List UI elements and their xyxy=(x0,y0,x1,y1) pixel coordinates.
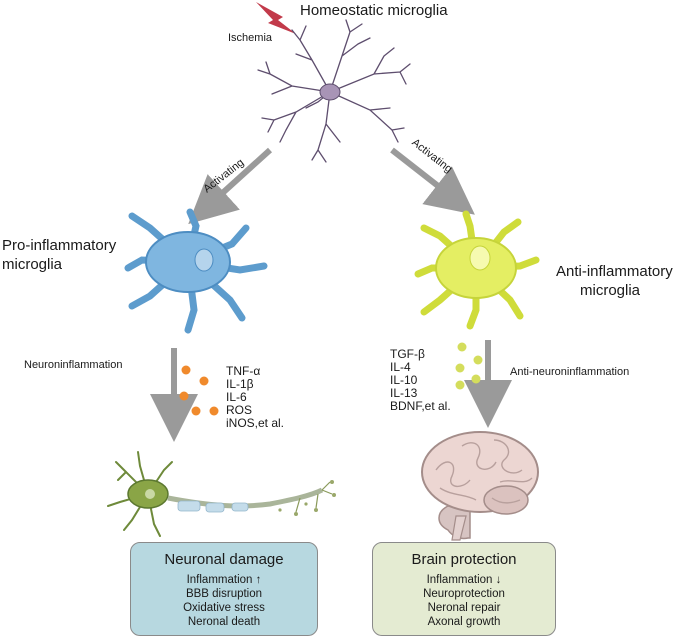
neuronal-damage-list: Inflammation ↑ BBB disruption Oxidative … xyxy=(131,573,317,629)
factor-item: IL-6 xyxy=(226,390,247,404)
brain-protection-list: Inflammation ↓ Neuroprotection Neronal r… xyxy=(373,573,555,629)
anti-inflammatory-label: Anti-inflammatory microglia xyxy=(556,262,673,300)
anti-inflammatory-factor-dots xyxy=(455,342,483,390)
outcome-item: Neronal death xyxy=(187,616,261,628)
brain-illustration xyxy=(421,431,539,541)
anti-inflammatory-label-line2: microglia xyxy=(580,282,641,299)
outcome-item-text: Inflammation xyxy=(186,574,253,586)
homeostatic-microglia-title: Homeostatic microglia xyxy=(300,2,448,19)
pro-inflammatory-factor-dots xyxy=(179,365,219,416)
factor-item: IL-10 xyxy=(390,373,418,387)
lightning-bolt-icon xyxy=(256,2,296,34)
outcome-item: Axonal growth xyxy=(427,616,501,628)
outcome-item: Inflammation ↑ xyxy=(131,573,317,587)
anti-inflammatory-microglia-cell xyxy=(414,210,540,330)
factor-item: iNOS,et al. xyxy=(226,416,285,430)
activating-arrow-left xyxy=(188,147,273,225)
factor-item: ROS xyxy=(226,403,253,417)
outcome-item: Neuroprotection xyxy=(423,588,505,600)
outcome-item: Neronal repair xyxy=(427,602,501,614)
pro-inflammatory-label: Pro-inflammatory microglia xyxy=(2,236,116,274)
pro-inflammatory-factors: TNF-α IL-1β IL-6 ROS iNOS,et al. xyxy=(226,365,284,430)
factor-item: TGF-β xyxy=(390,347,425,361)
neuroinflammation-label: Neuroninflammation xyxy=(24,359,123,371)
activating-arrow-right xyxy=(390,147,475,215)
homeostatic-microglia-cell xyxy=(257,19,411,163)
outcome-item: Inflammation ↓ xyxy=(373,573,555,587)
brain-protection-title: Brain protection xyxy=(411,551,517,568)
homeostatic-microglia-body xyxy=(319,83,341,101)
outcome-item: BBB disruption xyxy=(185,588,263,600)
anti-inflammatory-factors: TGF-β IL-4 IL-10 IL-13 BDNF,et al. xyxy=(390,348,451,413)
ischemia-label: Ischemia xyxy=(228,32,273,44)
factor-item: TNF-α xyxy=(226,364,261,378)
factor-item: IL-1β xyxy=(226,377,254,391)
pro-inflammatory-label-line2: microglia xyxy=(2,256,63,273)
damaged-neuron-illustration xyxy=(107,451,336,537)
arrow-down-icon: ↓ xyxy=(495,574,502,586)
outcome-item: Oxidative stress xyxy=(183,602,265,614)
pro-inflammatory-microglia-cell xyxy=(124,208,268,334)
anti-inflammatory-label-line1: Anti-inflammatory xyxy=(556,263,673,280)
brain-protection-box: Brain protection Inflammation ↓ Neuropro… xyxy=(372,542,556,636)
factor-item: IL-4 xyxy=(390,360,411,374)
pro-inflammatory-label-line1: Pro-inflammatory xyxy=(2,237,117,254)
factor-item: IL-13 xyxy=(390,386,418,400)
neuronal-damage-title: Neuronal damage xyxy=(164,551,284,568)
arrow-up-icon: ↑ xyxy=(255,574,262,586)
outcome-item-text: Inflammation xyxy=(426,574,493,586)
factor-item: BDNF,et al. xyxy=(390,399,451,413)
anti-neuroinflammation-label: Anti-neuroninflammation xyxy=(510,366,630,378)
neuronal-damage-box: Neuronal damage Inflammation ↑ BBB disru… xyxy=(130,542,318,636)
